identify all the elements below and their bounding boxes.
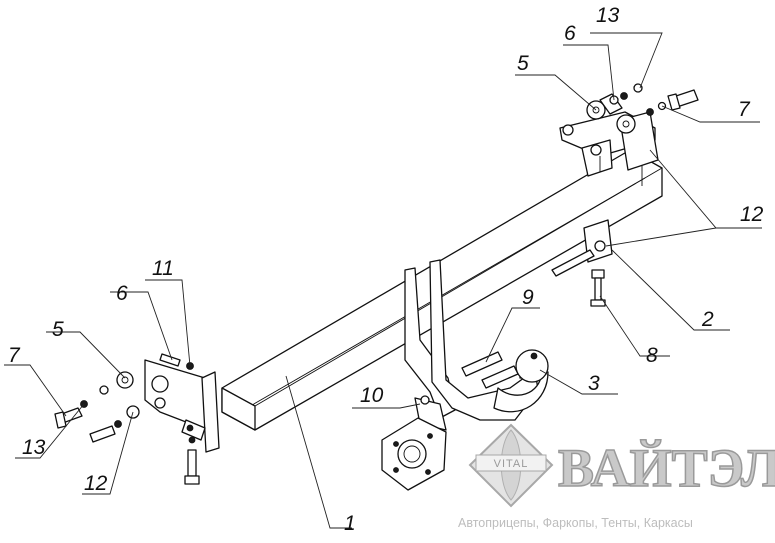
- callout-3: 3: [588, 372, 600, 395]
- callout-1: 1: [344, 512, 356, 535]
- callout-8: 8: [646, 344, 658, 367]
- callout-6-left: 6: [116, 282, 128, 305]
- watermark: VITAL ВАЙТЭЛ Автоприцепы, Фаркопы, Тенты…: [458, 423, 775, 530]
- callout-7-right: 7: [738, 98, 751, 121]
- part-9-bolts: [461, 351, 519, 389]
- callout-labels: 13 6 5 7 12 2 8 3 9 10 1 11 6 5 7 13 12: [8, 4, 764, 535]
- watermark-tagline: Автоприцепы, Фаркопы, Тенты, Каркасы: [458, 516, 693, 530]
- callout-6-right: 6: [564, 22, 576, 45]
- part-5-washer-left: [116, 371, 134, 389]
- part-6-bolt-left: [159, 353, 181, 367]
- part-3-tow-ball: [404, 259, 549, 421]
- part-13-spring-washer-right: [633, 83, 643, 93]
- right-lower-fasteners: [590, 269, 606, 307]
- left-mounting-bracket: [144, 359, 220, 453]
- callout-13-left: 13: [22, 436, 46, 459]
- part-2-side-rod: [551, 219, 613, 277]
- watermark-brand: ВАЙТЭЛ: [558, 438, 775, 498]
- callout-12-left: 12: [84, 472, 108, 495]
- callout-5-left: 5: [52, 318, 64, 341]
- left-fasteners: [54, 353, 200, 485]
- callout-7-left: 7: [8, 344, 21, 367]
- callout-2: 2: [701, 308, 714, 331]
- callout-5-right: 5: [517, 52, 529, 75]
- callout-10: 10: [360, 384, 384, 407]
- part-12-washer-right-top: [616, 114, 636, 134]
- callout-11: 11: [152, 257, 174, 280]
- vital-logo: VITAL: [468, 423, 554, 508]
- right-top-fasteners: [586, 83, 699, 134]
- leader-lines: [4, 32, 762, 529]
- part-10-socket-plate: [381, 395, 447, 491]
- callout-12-right: 12: [740, 203, 764, 226]
- callout-13-right: 13: [596, 4, 620, 27]
- watermark-badge: VITAL: [494, 458, 529, 470]
- callout-9: 9: [522, 286, 534, 309]
